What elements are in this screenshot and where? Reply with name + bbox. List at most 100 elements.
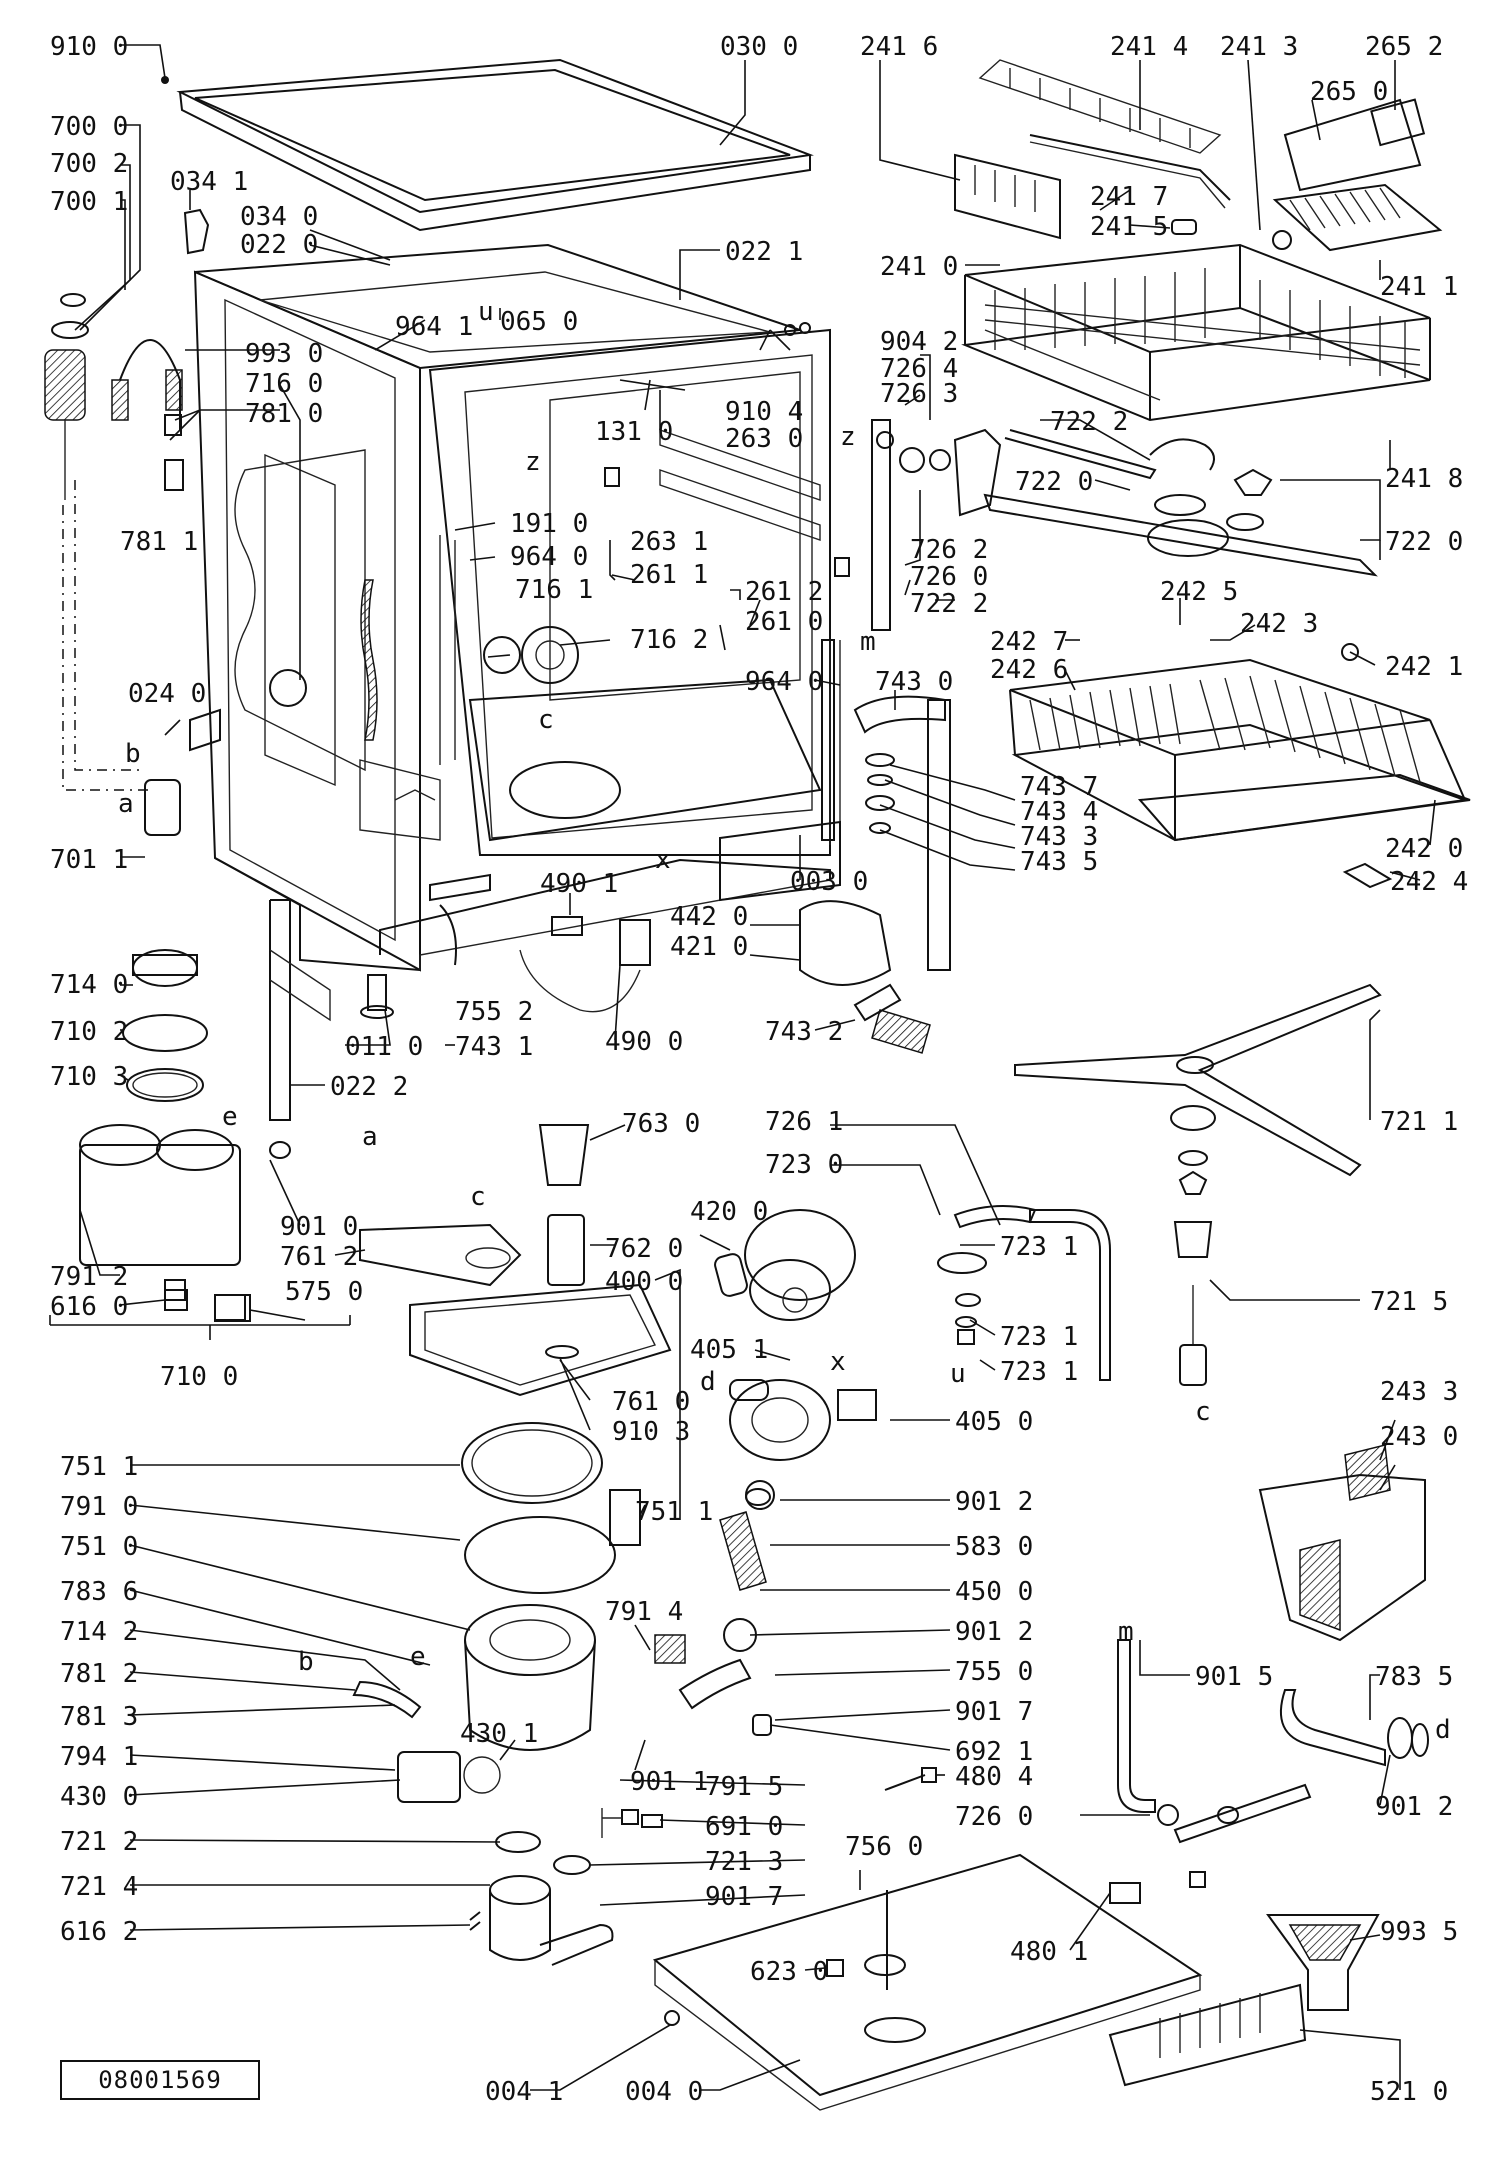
label-721-5: 721 5 [1370,1287,1448,1317]
label-964-1: 964 1 [395,312,473,342]
label-751-1-a: 751 1 [60,1452,138,1482]
label-442-0: 442 0 [670,902,748,932]
label-004-1: 004 1 [485,2077,563,2107]
letter-u-2: u [950,1359,966,1389]
label-993-0: 993 0 [245,339,323,369]
label-065-0: 065 0 [500,307,578,337]
label-722-0-a: 722 0 [1015,467,1093,497]
letter-b-2: b [298,1647,314,1677]
label-723-1-a: 723 1 [1000,1232,1078,1262]
base-plate [652,1853,1203,2111]
label-241-5: 241 5 [1090,212,1168,242]
label-743-7: 743 7 [1020,772,1098,802]
label-726-0: 726 0 [910,562,988,592]
label-242-0: 242 0 [1385,834,1463,864]
drawing-number: 08001569 [98,2066,222,2094]
label-901-2-a: 901 2 [955,1487,1033,1517]
label-781-2: 781 2 [60,1659,138,1689]
label-261-0: 261 0 [745,607,823,637]
label-420-0: 420 0 [690,1197,768,1227]
label-011-0: 011 0 [345,1032,423,1062]
label-904-2: 904 2 [880,327,958,357]
letter-e-1: e [222,1102,238,1132]
letter-m-2: m [1118,1617,1134,1647]
label-241-6: 241 6 [860,32,938,62]
part-labels: 910 0 030 0 241 6 241 4 241 3 265 2 265 … [50,32,1468,2107]
label-242-3: 242 3 [1240,609,1318,639]
label-901-2-b: 901 2 [955,1617,1033,1647]
lower-spray-arm [1014,983,1382,1386]
label-783-5: 783 5 [1375,1662,1453,1692]
label-901-2-c: 901 2 [1375,1792,1453,1822]
label-241-3: 241 3 [1220,32,1298,62]
label-263-0: 263 0 [725,424,803,454]
label-242-7: 242 7 [990,627,1068,657]
label-022-2: 022 2 [330,1072,408,1102]
label-721-2: 721 2 [60,1827,138,1857]
letter-m-1: m [860,627,876,657]
label-714-0: 714 0 [50,970,128,1000]
label-964-0: 964 0 [510,542,588,572]
label-024-0: 024 0 [128,679,206,709]
label-131-0: 131 0 [595,417,673,447]
label-490-0: 490 0 [605,1027,683,1057]
letter-d-2: d [1435,1715,1451,1745]
label-242-6: 242 6 [990,655,1068,685]
letter-z-1: z [525,447,541,477]
label-241-7: 241 7 [1090,182,1168,212]
label-723-0: 723 0 [765,1150,843,1180]
upper-spray-arm [983,429,1378,577]
label-716-0: 716 0 [245,369,323,399]
label-263-1: 263 1 [630,527,708,557]
label-743-4: 743 4 [1020,797,1098,827]
label-430-0: 430 0 [60,1782,138,1812]
label-575-0: 575 0 [285,1277,363,1307]
label-004-0: 004 0 [625,2077,703,2107]
label-003-0: 003 0 [790,867,868,897]
label-726-3: 726 3 [880,379,958,409]
label-721-1: 721 1 [1380,1107,1458,1137]
label-265-2: 265 2 [1365,32,1443,62]
label-242-4: 242 4 [1390,867,1468,897]
letter-d-1: d [700,1367,716,1397]
label-722-2-a: 722 2 [1050,407,1128,437]
letter-b-1: b [125,739,141,769]
label-726-2: 726 2 [910,535,988,565]
label-022-0: 022 0 [240,230,318,260]
label-791-0: 791 0 [60,1492,138,1522]
label-761-2: 761 2 [280,1242,358,1272]
label-751-1-b: 751 1 [635,1497,713,1527]
label-265-0: 265 0 [1310,77,1388,107]
label-691-0: 691 0 [705,1812,783,1842]
label-791-2: 791 2 [50,1262,128,1292]
label-034-0: 034 0 [240,202,318,232]
label-450-0: 450 0 [955,1577,1033,1607]
label-716-1: 716 1 [515,575,593,605]
sump-assembly [352,1124,877,1966]
label-721-4: 721 4 [60,1872,138,1902]
label-993-5: 993 5 [1380,1917,1458,1947]
label-781-1: 781 1 [120,527,198,557]
label-726-0-b: 726 0 [955,1802,1033,1832]
label-242-5: 242 5 [1160,577,1238,607]
label-241-0: 241 0 [880,252,958,282]
letter-x-2: x [830,1347,846,1377]
water-softener [49,949,351,1340]
worktop-panel [176,58,814,232]
label-623-0: 623 0 [750,1957,828,1987]
label-405-1: 405 1 [690,1335,768,1365]
label-034-1: 034 1 [170,167,248,197]
label-723-1-c: 723 1 [1000,1357,1078,1387]
label-241-1: 241 1 [1380,272,1458,302]
label-480-1: 480 1 [1010,1937,1088,1967]
label-583-0: 583 0 [955,1532,1033,1562]
label-710-2: 710 2 [50,1017,128,1047]
label-716-2: 716 2 [630,625,708,655]
letter-e-2: e [410,1642,426,1672]
label-261-1: 261 1 [630,560,708,590]
cutlery-basket [1258,1444,1426,1642]
label-242-1: 242 1 [1385,652,1463,682]
tub-cabinet [193,243,841,972]
label-701-1: 701 1 [50,845,128,875]
letter-a-2: a [362,1122,378,1152]
